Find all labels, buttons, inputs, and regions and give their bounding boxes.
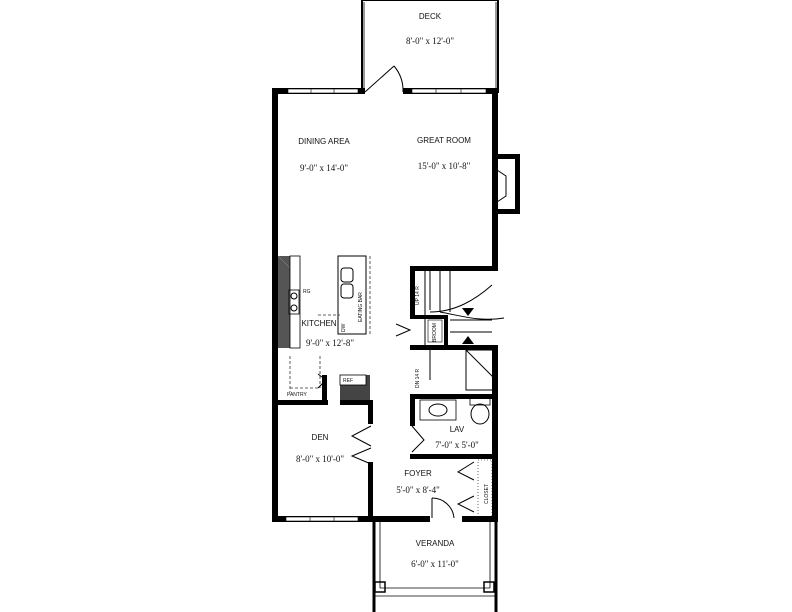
top-windows bbox=[287, 65, 487, 95]
foyer-label: FOYER bbox=[404, 469, 432, 478]
dining-label: DINING AREA bbox=[298, 137, 350, 146]
den-label: DEN bbox=[312, 433, 329, 442]
great-room-label: GREAT ROOM bbox=[417, 136, 471, 145]
great-room-dims: 15'-0" x 10'-8" bbox=[418, 161, 471, 171]
den bbox=[285, 400, 373, 522]
broom-label: BROOM bbox=[432, 323, 438, 342]
lav-dims: 7'-0" x 5'-0" bbox=[435, 440, 479, 450]
lav bbox=[410, 394, 498, 459]
veranda-label: VERANDA bbox=[416, 539, 455, 548]
dw-label: DW bbox=[341, 323, 347, 332]
closet-label: CLOSET bbox=[484, 484, 490, 504]
lav-label: LAV bbox=[450, 425, 465, 434]
rg-label: RG bbox=[303, 289, 311, 295]
stairs: UP 14 R DN 14 R bbox=[410, 266, 505, 391]
kitchen-dims: 9'-0" x 12'-8" bbox=[306, 338, 354, 348]
veranda bbox=[372, 522, 498, 612]
deck-label: DECK bbox=[419, 12, 442, 21]
den-dims: 8'-0" x 10'-0" bbox=[296, 454, 344, 464]
foyer: CLOSET bbox=[430, 459, 493, 524]
up-label: UP 14 R bbox=[415, 286, 421, 305]
ref-label: REF bbox=[343, 378, 353, 384]
kitchen-label: KITCHEN bbox=[301, 319, 336, 328]
pantry-label: PANTRY bbox=[287, 392, 307, 398]
dining-dims: 9'-0" x 14'-0" bbox=[300, 163, 348, 173]
kitchen-area: RG EATING BAR DW REF bbox=[277, 255, 372, 405]
foyer-dims: 5'-0" x 8'-4" bbox=[396, 485, 440, 495]
deck-dims: 8'-0" x 12'-0" bbox=[406, 36, 454, 46]
eating-bar-label: EATING BAR bbox=[358, 292, 364, 322]
veranda-dims: 6'-0" x 11'-0" bbox=[411, 559, 459, 569]
broom-closet: BROOM bbox=[395, 315, 448, 347]
dn-label: DN 14 R bbox=[415, 368, 421, 388]
